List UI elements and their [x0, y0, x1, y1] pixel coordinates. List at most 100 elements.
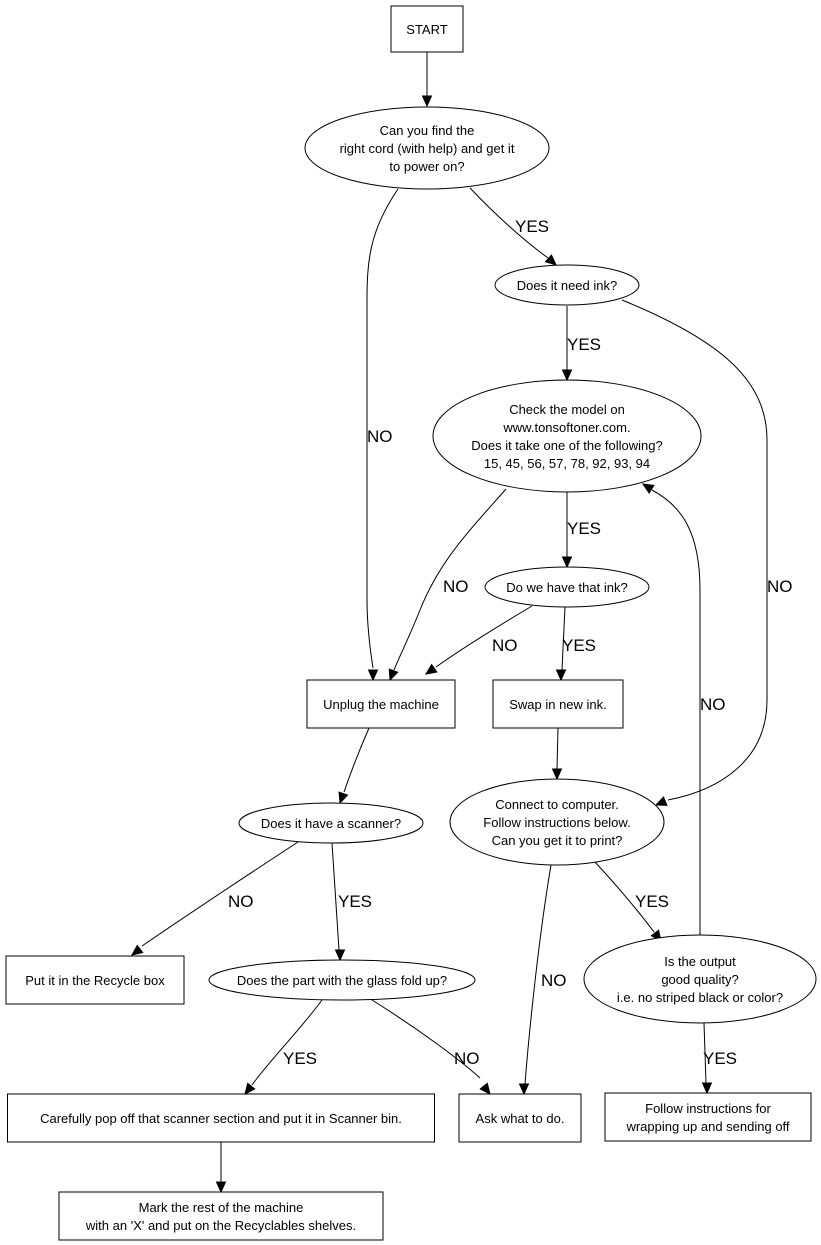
node-text-line: Does it take one of the following? [471, 438, 663, 453]
edge-model-unplug [388, 488, 507, 682]
edge-label-no: NO [228, 892, 254, 911]
decision-ellipse [583, 934, 817, 1024]
edge-label-yes: YES [567, 519, 601, 538]
edge-unplug-scanner [338, 727, 370, 805]
arrowhead-icon [424, 663, 438, 675]
edge-ink-model [561, 306, 573, 382]
node-text-line: to power on? [389, 159, 464, 174]
process-box [458, 1093, 582, 1143]
edge-line [703, 1022, 707, 1084]
edge-label-yes: YES [283, 1049, 317, 1068]
decision-ellipse [484, 566, 650, 608]
edge-start-cord [421, 52, 433, 108]
edge-cord-unplug [366, 188, 399, 682]
node-text-line: Do we have that ink? [506, 580, 627, 595]
decision-ellipse [238, 802, 424, 844]
node-text-line: 15, 45, 56, 57, 78, 92, 93, 94 [484, 456, 650, 471]
arrowhead-icon [701, 1082, 713, 1095]
edge-haveink-unplug [424, 605, 533, 675]
edge-label-no: NO [367, 427, 393, 446]
arrowhead-icon [555, 669, 567, 682]
arrowhead-icon [338, 791, 349, 805]
arrowhead-icon [215, 1181, 227, 1194]
node-unplug: Unplug the machine [306, 679, 456, 729]
node-text-line: Does it have a scanner? [261, 816, 401, 831]
edge-label-yes: YES [567, 335, 601, 354]
edge-label-yes: YES [515, 217, 549, 236]
edge-line [561, 606, 566, 671]
process-box [306, 679, 456, 729]
edge-label-no: NO [541, 971, 567, 990]
edge-quality-model [641, 483, 701, 935]
edge-label-no: NO [443, 577, 469, 596]
node-text-line: good quality? [661, 972, 738, 987]
edge-label-yes: YES [703, 1049, 737, 1068]
edge-label-no: NO [767, 577, 793, 596]
node-follow: Follow instructions for wrapping up and s… [604, 1092, 812, 1142]
node-text-line: Follow instructions below. [483, 815, 630, 830]
edge-scanner-recycle [131, 841, 299, 956]
process-box [492, 679, 624, 729]
edge-ink-connect [621, 299, 768, 806]
edge-line [331, 842, 340, 951]
node-recycle: Put it in the Recycle box [5, 955, 185, 1005]
edge-line [556, 727, 559, 770]
arrowhead-icon [561, 369, 573, 382]
arrowhead-icon [388, 668, 399, 682]
process-box [58, 1191, 384, 1241]
decision-ellipse [208, 959, 476, 1001]
edge-line [435, 605, 533, 668]
process-box [5, 955, 185, 1005]
edge-line [469, 187, 549, 259]
arrowhead-icon [367, 669, 379, 682]
edge-glass-popoff [244, 999, 323, 1095]
node-haveink: Do we have that ink? [484, 566, 650, 608]
node-text-line: Swap in new ink. [509, 697, 607, 712]
edge-label-yes: YES [635, 892, 669, 911]
node-swap: Swap in new ink. [492, 679, 624, 729]
node-ink: Does it need ink? [494, 264, 640, 306]
node-text-line: www.tonsoftoner.com. [502, 420, 630, 435]
arrowhead-icon [561, 556, 573, 569]
node-text-line: with an 'X' and put on the Recyclables s… [85, 1218, 356, 1233]
arrowhead-icon [479, 1082, 491, 1095]
edge-label-no: NO [700, 695, 726, 714]
decision-ellipse [432, 379, 702, 493]
arrowhead-icon [334, 949, 346, 962]
node-text-line: Does the part with the glass fold up? [237, 973, 447, 988]
arrowhead-icon [641, 483, 655, 494]
node-glass: Does the part with the glass fold up? [208, 959, 476, 1001]
decision-ellipse [494, 264, 640, 306]
arrowhead-icon [551, 768, 563, 781]
edge-line [343, 727, 370, 793]
node-start: START [390, 5, 464, 53]
edge-popoff-mark [215, 1142, 227, 1194]
node-text-line: wrapping up and sending off [625, 1119, 789, 1134]
edge-line [621, 299, 768, 801]
arrowhead-icon [654, 796, 668, 806]
arrowhead-icon [244, 1082, 256, 1095]
edge-swap-connect [551, 727, 563, 781]
edge-label-no: NO [454, 1049, 480, 1068]
edge-line [251, 999, 323, 1086]
edge-cord-ink [469, 187, 557, 266]
node-text-line: Mark the rest of the machine [139, 1200, 304, 1215]
edge-glass-ask [371, 999, 491, 1095]
edge-label-yes: YES [338, 892, 372, 911]
arrowhead-icon [421, 95, 433, 108]
process-box [390, 5, 464, 53]
node-text-line: Ask what to do. [476, 1111, 565, 1126]
node-text-line: Can you find the [380, 123, 475, 138]
node-text-line: Follow instructions for [645, 1101, 771, 1116]
node-text-line: Can you get it to print? [492, 833, 623, 848]
node-text-line: Connect to computer. [495, 797, 619, 812]
edge-label-yes: YES [562, 636, 596, 655]
decision-ellipse [304, 106, 550, 190]
node-text-line: Unplug the machine [323, 697, 439, 712]
edge-label-no: NO [492, 636, 518, 655]
edge-line [371, 999, 481, 1079]
edge-connect-ask [518, 864, 552, 1096]
